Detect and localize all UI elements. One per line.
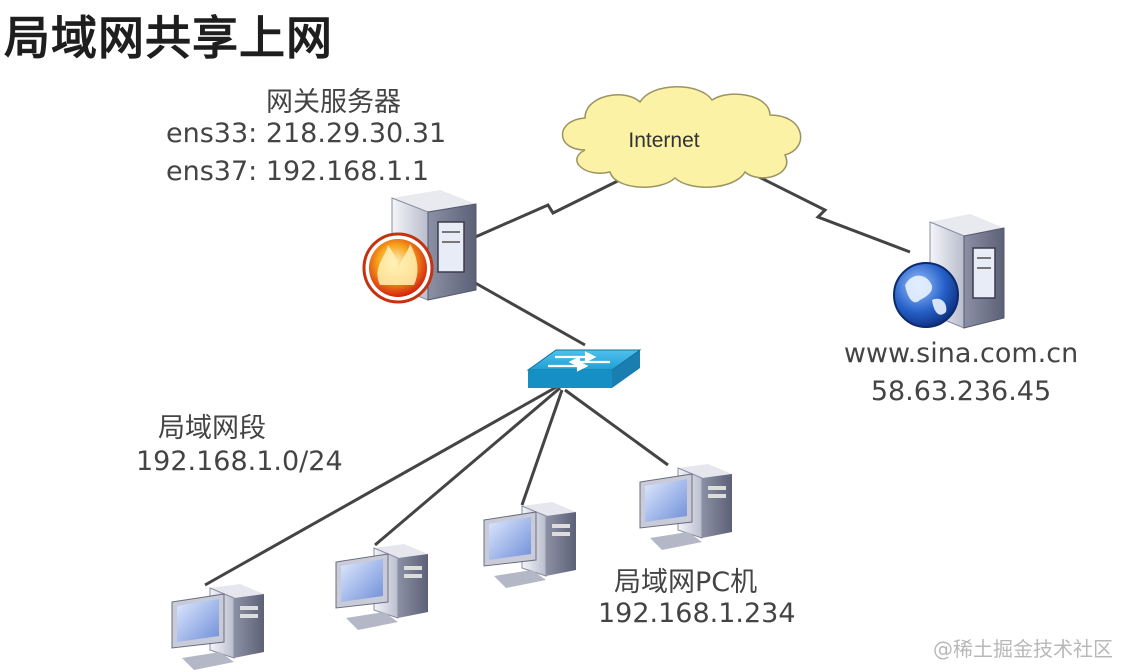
firewall-server-icon xyxy=(362,190,477,304)
web-server-host: www.sina.com.cn xyxy=(843,338,1079,369)
link-switch-pc4 xyxy=(564,388,669,467)
lan-pc-name: 局域网PC机 xyxy=(614,567,758,598)
link-internet-webserver xyxy=(754,173,911,254)
links xyxy=(204,168,911,587)
web-server-icon xyxy=(893,214,1005,329)
lan-pc-ip: 192.168.1.234 xyxy=(598,598,796,629)
gateway-ens37: ens37: 192.168.1.1 xyxy=(166,156,429,187)
link-switch-pc1 xyxy=(204,383,561,587)
pc-icon xyxy=(171,584,264,670)
link-gateway-internet xyxy=(472,168,641,240)
lan-segment-cidr: 192.168.1.0/24 xyxy=(136,446,343,477)
internet-cloud-icon: Internet xyxy=(561,86,802,188)
pc-icon xyxy=(639,464,732,550)
web-server-ip: 58.63.236.45 xyxy=(870,376,1052,407)
link-switch-pc2 xyxy=(374,386,561,547)
link-switch-pc3 xyxy=(520,389,564,506)
internet-label: Internet xyxy=(628,129,699,152)
gateway-ens33: ens33: 218.29.30.31 xyxy=(166,118,447,149)
page-title: 局域网共享上网 xyxy=(4,11,333,65)
watermark: @稀土掘金技术社区 xyxy=(933,637,1113,661)
lan-segment-name: 局域网段 xyxy=(158,413,266,444)
switch-icon xyxy=(526,349,642,388)
pc-icon xyxy=(483,502,576,588)
pc-icon xyxy=(335,544,428,630)
gateway-name: 网关服务器 xyxy=(266,87,401,118)
link-gateway-switch xyxy=(469,278,586,347)
